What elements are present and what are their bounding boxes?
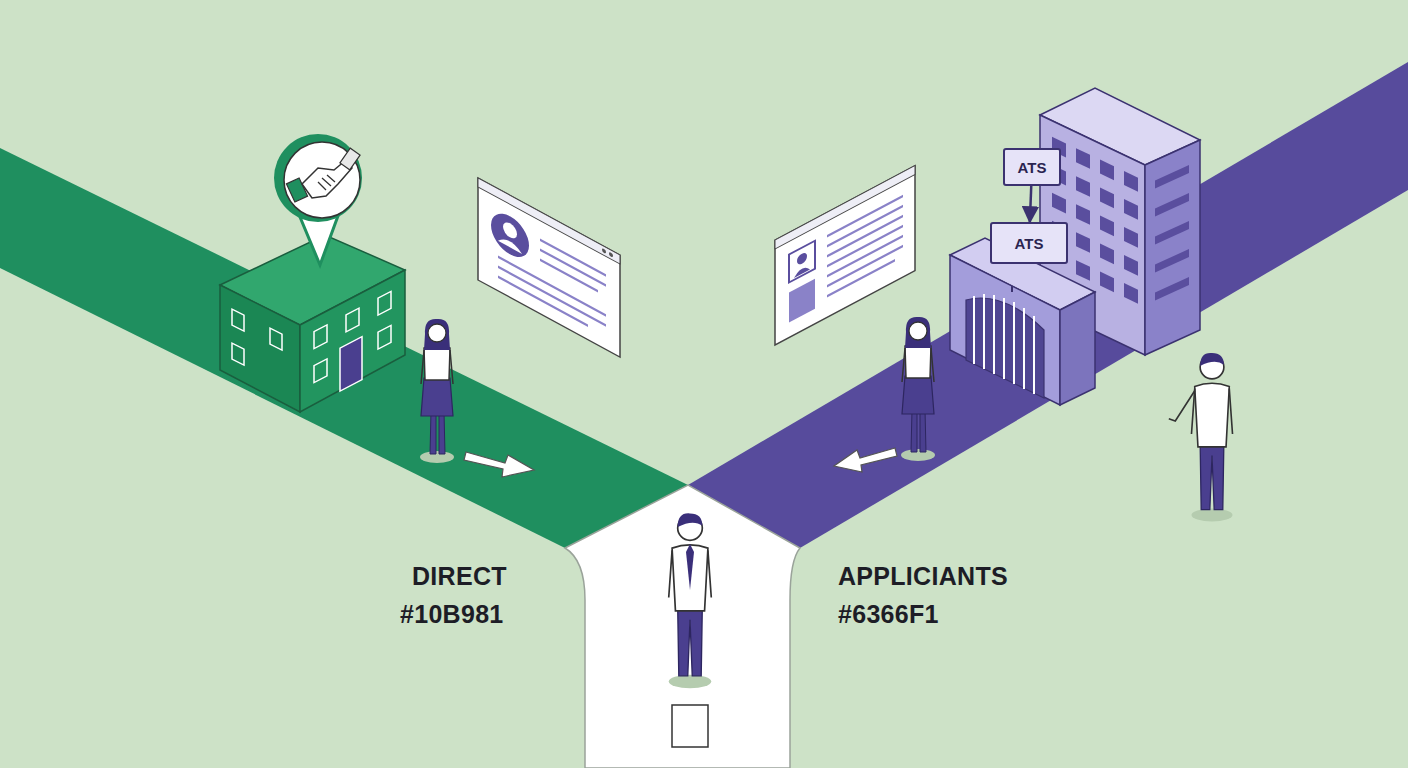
ats-building-part-part [1155,221,1189,244]
ats-building-part-part [1100,188,1114,209]
path-label: APPLICIANTS [838,562,1008,591]
direct-building-part-part [340,337,362,392]
ats-building-part-part [1076,148,1090,169]
applicants-road [688,62,1408,548]
recruiter-figure [1191,353,1232,522]
profile-screen-part [478,178,620,264]
ats-sign: ATS [990,222,1068,264]
profile-screen-part [609,252,613,258]
sign-connector [1030,186,1031,222]
resume-screen-part [789,279,815,323]
handshake-pin-part [340,148,360,170]
ats-building-part-part [1076,176,1090,197]
people [420,317,1233,688]
ats-building-part-part [1155,277,1189,300]
direct-building-part [314,291,391,404]
handshake-pin [274,134,362,265]
direct-building-part-part [232,343,244,365]
resume-screen-part [789,241,815,283]
direct-building-part [232,309,282,384]
start-path [565,485,800,768]
ats-building-part-part [1100,272,1114,293]
color-code: #10B981 [400,600,504,629]
ats-building-part-part [1076,204,1090,225]
direct-building-part-part [378,291,391,315]
direct-building-part-part [314,359,327,383]
recruiter-arm [1169,391,1195,421]
ats-gate-part [1060,292,1095,405]
ats-building-part-part [1100,160,1114,181]
direct-building-part-part [232,309,244,331]
roads [0,62,1408,768]
direct-building-part [220,285,300,412]
road-arrows-part [464,452,534,477]
resume-screen-part [775,166,915,345]
direct-building [220,235,405,412]
ats-building-part-part [1155,193,1189,216]
ats-building-part-part [1124,227,1138,248]
document-sheet [672,705,708,747]
direct-building-part [300,270,405,412]
profile-screen-part [478,178,620,357]
direct-applicant [420,319,454,463]
profile-screen-part [491,206,529,265]
profile-screen-part [503,220,517,242]
ats-building-part-part [1100,244,1114,265]
recruiter-arm-part [1169,391,1195,421]
ats-gate-part [950,255,1060,405]
direct-building-part-part [378,325,391,349]
direct-building-part-part [270,328,282,350]
resume-screen-part [827,196,903,296]
direct-building-part-part [314,325,327,349]
ats-building-part [1155,165,1189,300]
portal-applicant [901,317,935,461]
necktie [686,544,694,590]
profile-screen-part [498,235,522,254]
profile-screen-part [602,248,606,254]
ats-building-part-part [1124,199,1138,220]
path-label: DIRECT [412,562,507,591]
ats-building-part-part [1052,193,1066,214]
ats-building-part-part [1124,255,1138,276]
ats-building-part-part [1124,283,1138,304]
ats-building-part-part [1124,171,1138,192]
profile-screen [478,178,620,357]
ats-building-part-part [1155,249,1189,272]
profile-screen-part [498,217,606,336]
sign-text: ATS [1015,235,1044,252]
ats-sign: ATS [1003,148,1061,186]
direct-building-part-part [346,308,359,332]
resume-screen-part [794,264,810,278]
ats-building-part-part [1076,232,1090,253]
ats-building-part-part [1100,216,1114,237]
color-code: #6366F1 [838,600,939,629]
ats-gate-part [1011,286,1013,292]
resume-screen [775,166,915,345]
sign-text: ATS [1018,159,1047,176]
handshake-pin-part [318,175,335,190]
road-arrows-part [834,448,897,472]
job-seeker [669,513,712,688]
handshake-pin-part [274,134,362,222]
ats-building-part-part [1076,260,1090,281]
ats-building-part [1145,140,1200,355]
road-arrows [464,448,897,477]
handshake-pin-part [284,142,360,218]
ats-building-part-part [1155,165,1189,188]
resume-screen-part [797,251,807,266]
ats-gate-part [974,294,1034,394]
